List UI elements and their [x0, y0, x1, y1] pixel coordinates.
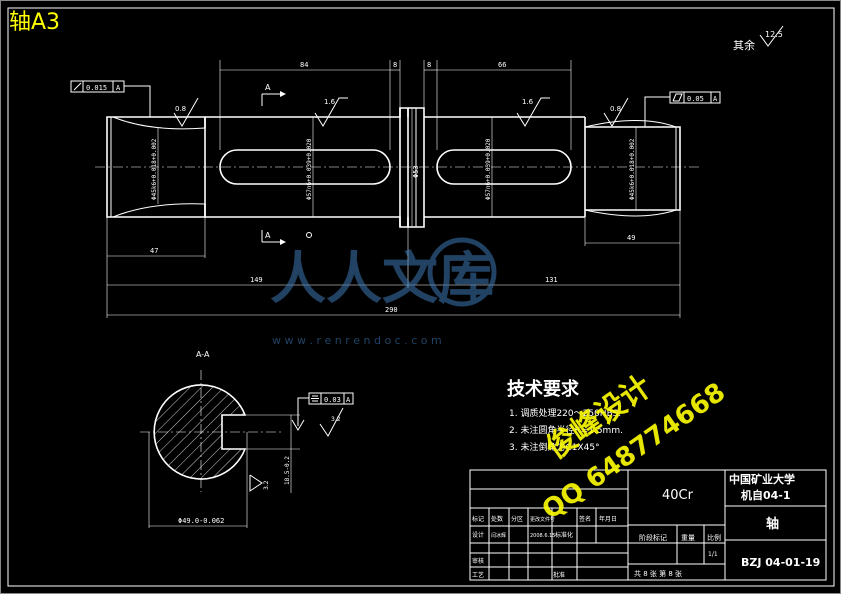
title-block — [469, 469, 827, 581]
tb-part: 轴 — [766, 516, 779, 532]
roughness-note-value: 12.5 — [765, 30, 783, 39]
tech-heading: 技术要求 — [507, 378, 580, 400]
tol-left-value: 0.015 — [86, 84, 107, 92]
tolerance-frame-left — [70, 80, 151, 117]
dim-47: 47 — [150, 247, 158, 255]
dim-8a: 8 — [393, 61, 397, 69]
tb-designer: 闫冰辉 — [491, 532, 506, 539]
tb-class: 机自04-1 — [741, 488, 791, 502]
tb-h-count: 处数 — [491, 515, 503, 523]
section-diameter: Φ49.0-0.062 — [178, 517, 224, 525]
section-letter-bottom: A — [265, 231, 271, 240]
tol-section-value: 0.03 — [324, 396, 341, 404]
drawing-border — [7, 7, 835, 587]
tech-item-2: 2. 未注圆角半径R=1.5mm. — [509, 424, 623, 436]
dim-phi57-left: Φ57n6+0.039+0.020 — [306, 138, 313, 200]
watermark-site-big: 人人文库 — [270, 247, 494, 312]
dim-149: 149 — [250, 276, 263, 284]
dim-phi53: Φ53 — [412, 165, 420, 178]
site-watermark: 人人文库 w w w . r e n r e n d o c . c o m — [270, 237, 497, 347]
tol-section-datum: A — [346, 396, 351, 404]
tb-scale: 比例 — [707, 533, 721, 542]
tol-left-datum: A — [116, 84, 121, 92]
bottom-dimensions — [106, 210, 681, 318]
shaft-outline — [106, 107, 681, 228]
tolerance-frame-right — [644, 91, 721, 127]
dim-290: 290 — [385, 306, 398, 314]
section-roughness-left — [249, 474, 263, 492]
roughness-symbols — [173, 97, 629, 127]
dim-8b: 8 — [427, 61, 431, 69]
dim-49: 49 — [627, 234, 635, 242]
tb-stage-mark: 阶段标记 — [639, 533, 667, 542]
tb-approve: 批准 — [553, 571, 565, 579]
tb-h-zone: 分区 — [511, 515, 523, 523]
tb-design-date: 2008.6.15 — [530, 533, 555, 539]
section-letter-top: A — [265, 83, 271, 92]
watermark-site-url: w w w . r e n r e n d o c . c o m — [272, 334, 442, 347]
tb-sheets: 共 8 张 第 8 张 — [634, 569, 682, 578]
roughness-right-a: 0.8 — [610, 105, 621, 113]
section-markers — [261, 91, 286, 245]
tol-right-value: 0.05 — [687, 95, 704, 103]
tb-std: 标准化 — [555, 531, 573, 539]
corner-title: 轴A3 — [9, 10, 60, 35]
tb-check: 审核 — [472, 557, 484, 565]
tolerance-frame-section — [291, 392, 354, 437]
roughness-note-label: 其余 — [733, 38, 755, 52]
dim-66: 66 — [498, 61, 506, 69]
section-key-depth: 18.5-0.2 — [284, 456, 291, 485]
roughness-left-a: 0.8 — [175, 105, 186, 113]
tb-h-file: 更改文件号 — [530, 516, 555, 523]
tech-item-3: 3. 未注倒角为C1X45° — [509, 441, 600, 453]
tb-design: 设计 — [472, 531, 484, 539]
dim-phi57-right: Φ57n6+0.039+0.020 — [485, 138, 492, 200]
tb-weight: 重量 — [681, 534, 695, 542]
top-dimensions — [219, 60, 572, 150]
dim-phi45-left: Φ45k6+0.018+0.002 — [151, 138, 158, 200]
tb-process: 工艺 — [472, 571, 484, 579]
tol-right-datum: A — [713, 95, 718, 103]
roughness-symbol — [759, 25, 784, 47]
tb-drawing-no: BZJ 04-01-19 — [741, 556, 820, 569]
tb-material: 40Cr — [662, 488, 694, 503]
dim-phi45-right: Φ45k6+0.018+0.002 — [629, 138, 636, 200]
section-roughness-left-val: 3.2 — [263, 480, 270, 490]
dim-131: 131 — [545, 276, 558, 284]
section-roughness: 3.2 — [331, 416, 341, 423]
tech-item-1: 1. 调质处理220～250HBS. — [509, 407, 621, 419]
tb-school: 中国矿业大学 — [729, 472, 795, 486]
tb-scale-val: 1/1 — [708, 551, 718, 558]
dim-84: 84 — [300, 61, 308, 69]
roughness-left-b: 1.6 — [324, 98, 336, 106]
tb-h-date: 年月日 — [599, 515, 617, 523]
section-label: A-A — [196, 350, 210, 359]
tb-h-mark: 标记 — [472, 515, 484, 523]
roughness-right-b: 1.6 — [522, 98, 534, 106]
tb-h-sign: 签名 — [579, 515, 591, 523]
